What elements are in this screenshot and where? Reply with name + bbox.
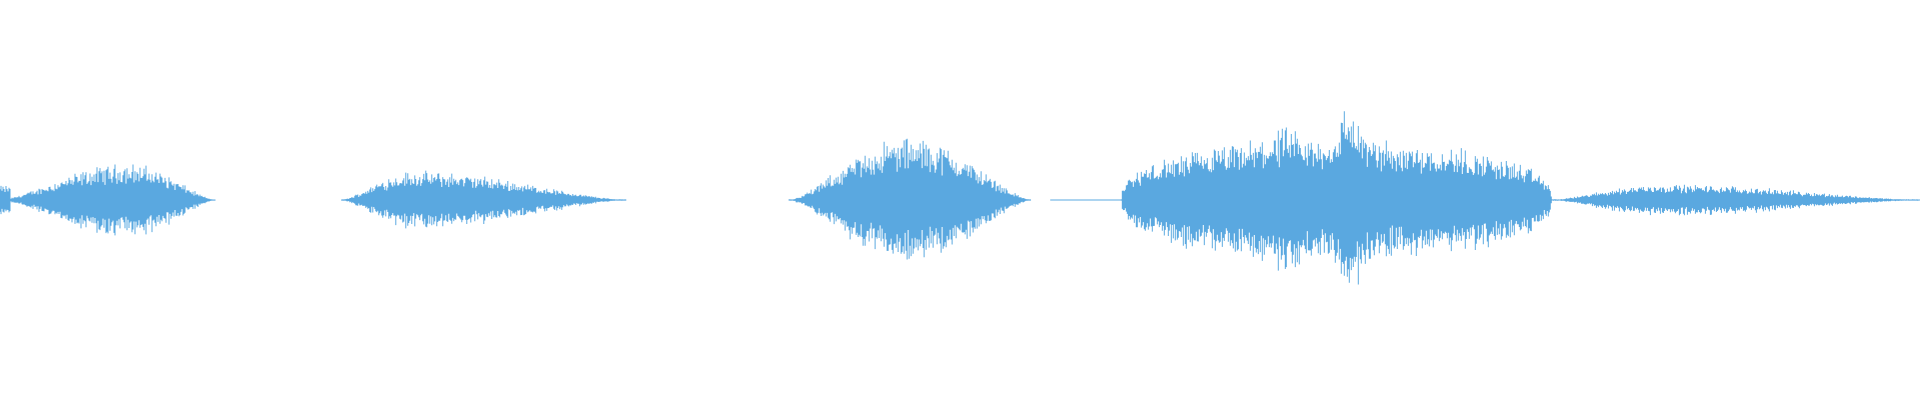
waveform-segment-6	[1550, 184, 1920, 216]
waveform-segments	[0, 111, 1920, 285]
waveform-segment-3	[788, 138, 1032, 260]
waveform-segment-5	[1120, 111, 1552, 285]
waveform-segment-2	[341, 170, 627, 229]
waveform-segment-1	[0, 164, 216, 236]
